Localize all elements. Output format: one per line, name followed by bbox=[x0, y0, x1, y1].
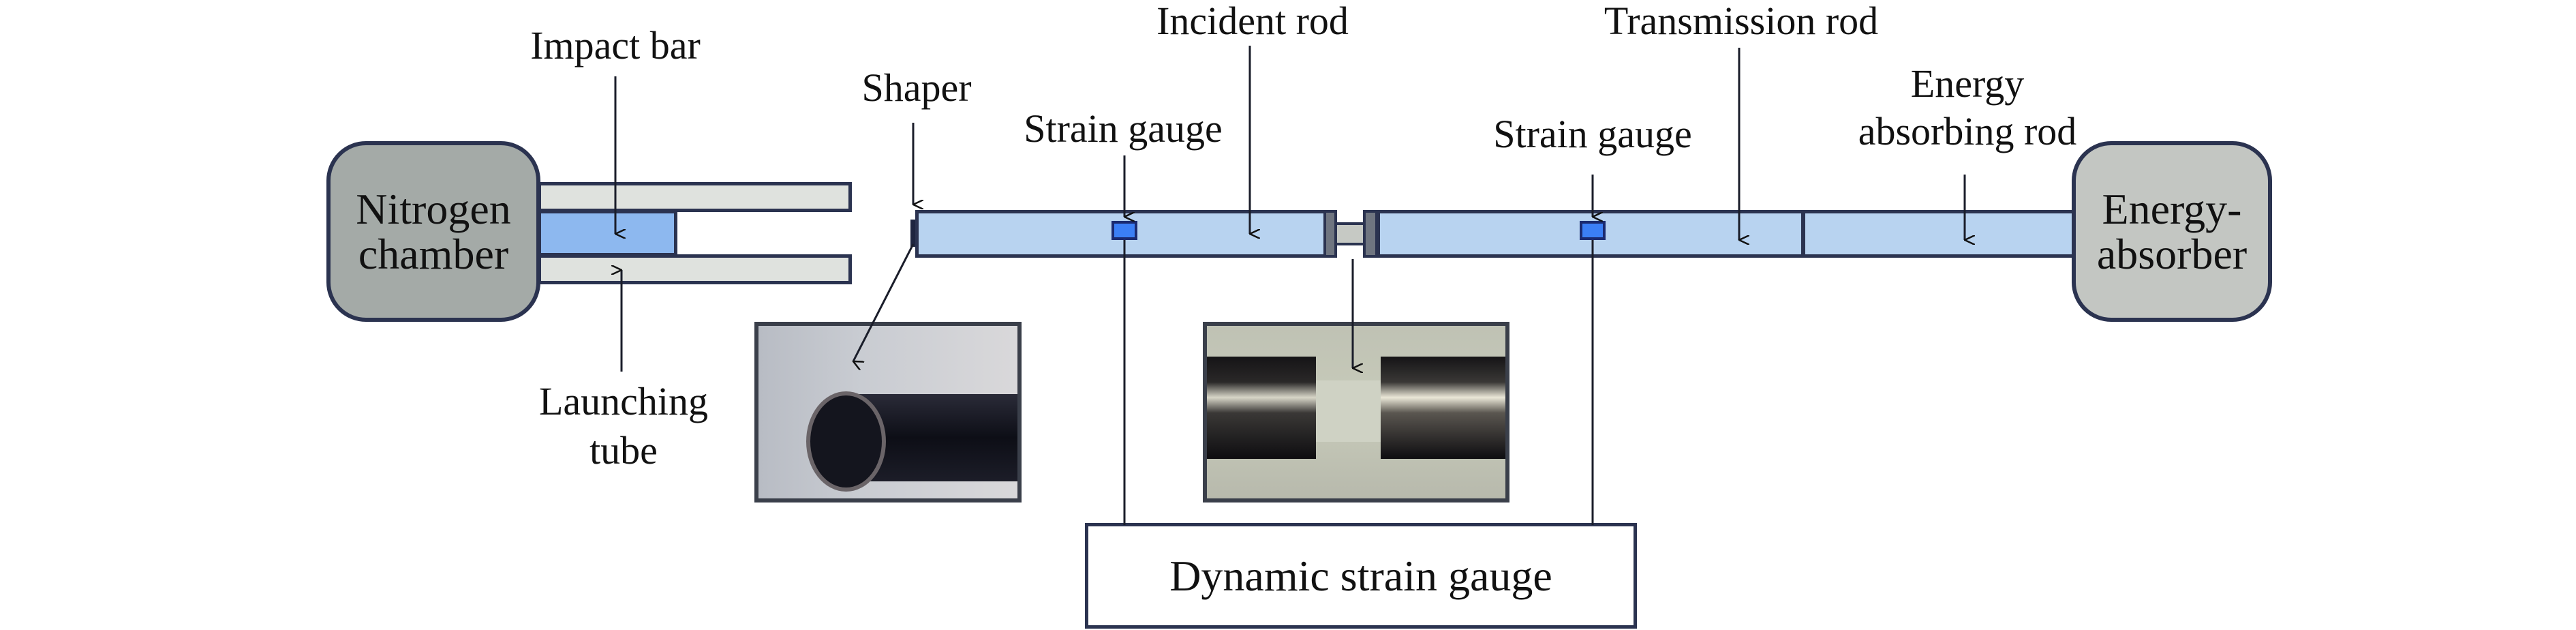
nitrogen-chamber: Nitrogen chamber bbox=[326, 141, 540, 322]
strain-gauge-incident bbox=[1111, 221, 1137, 240]
impact-bar bbox=[538, 210, 677, 256]
incident-rod-label: Incident rod bbox=[1156, 0, 1349, 43]
launching-tube-label-1: Launching bbox=[538, 379, 709, 423]
energy-absorbing-rod-label-1: Energy bbox=[1910, 61, 2025, 106]
strain-gauge-2-label: Strain gauge bbox=[1493, 112, 1692, 156]
launching-tube-label-2: tube bbox=[589, 428, 658, 472]
nitrogen-chamber-label-2: chamber bbox=[358, 229, 509, 278]
shaper-label: Shaper bbox=[861, 65, 972, 110]
specimen-photo-left-rod bbox=[1207, 357, 1316, 459]
launching-tube-top bbox=[538, 182, 852, 212]
nitrogen-chamber-label-1: Nitrogen bbox=[356, 184, 511, 233]
impact-bar-label: Impact bar bbox=[530, 23, 701, 68]
specimen-photo-right-rod bbox=[1381, 357, 1505, 459]
strain-gauge-1-label: Strain gauge bbox=[1024, 106, 1223, 151]
strain-gauge-transmission bbox=[1580, 221, 1606, 240]
transmission-rod-label: Transmission rod bbox=[1604, 0, 1879, 43]
launching-tube-bottom bbox=[538, 254, 852, 284]
energy-absorber: Energy- absorber bbox=[2072, 141, 2272, 322]
specimen-photo bbox=[1203, 322, 1509, 502]
specimen-photo-specimen bbox=[1316, 380, 1381, 442]
shaper-photo-arrow bbox=[853, 243, 915, 361]
shaper-photo bbox=[754, 322, 1022, 502]
energy-absorbing-rod-label-2: absorbing rod bbox=[1858, 109, 2077, 153]
specimen bbox=[1337, 222, 1363, 245]
shaper-photo-rod-end bbox=[806, 391, 886, 492]
shaper bbox=[910, 220, 916, 247]
dynamic-strain-gauge-label: Dynamic strain gauge bbox=[1169, 551, 1552, 600]
energy-absorbing-rod bbox=[1802, 210, 2089, 258]
incident-rod-endcap bbox=[1323, 210, 1337, 258]
dynamic-strain-gauge-box: Dynamic strain gauge bbox=[1085, 523, 1637, 629]
energy-absorber-label-1: Energy- bbox=[2102, 184, 2242, 233]
energy-absorber-label-2: absorber bbox=[2096, 229, 2248, 278]
